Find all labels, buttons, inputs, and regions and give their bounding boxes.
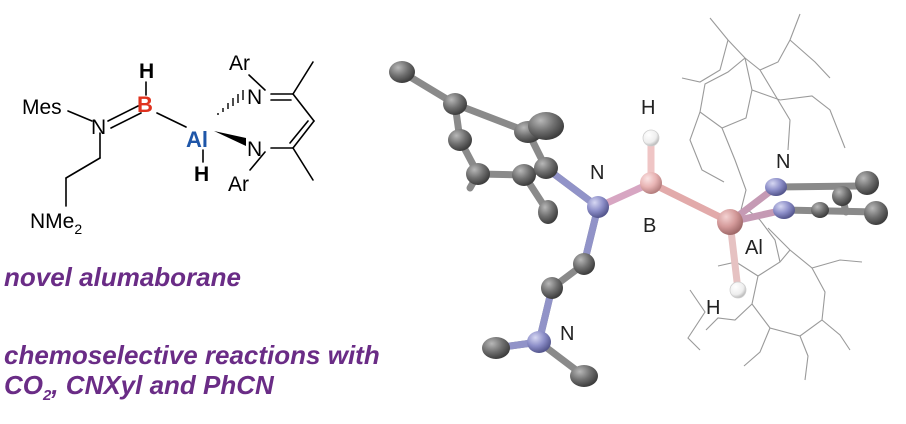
bond-n-ar-top — [248, 74, 266, 91]
crystal-label-n-bottom: N — [560, 323, 574, 345]
caption-chemoselective-reactions: chemoselective reactions with CO2, CNXyl… — [4, 340, 444, 411]
carbon-atom — [443, 93, 467, 115]
imine-nitrogen-top: N — [247, 86, 262, 109]
aluminum-label: Al — [186, 127, 208, 152]
carbon-atom — [541, 277, 563, 299]
bond-n-ar-bottom — [249, 151, 266, 171]
carbon-atom — [482, 337, 510, 359]
caption-novel-alumaborane: novel alumaborane — [4, 262, 241, 292]
crystal-label-n-right: N — [776, 151, 790, 173]
carbon-atom — [811, 202, 829, 218]
crystal-label-al: Al — [745, 237, 763, 259]
bond-ch2-ch2 — [65, 157, 101, 179]
caption-line-reagents: CO2, CNXyl and PhCN — [4, 370, 274, 405]
carbon-atom — [570, 365, 598, 387]
bond-n-b-2 — [110, 112, 142, 129]
carbon-atom — [466, 163, 490, 185]
nitrogen-label: N — [91, 116, 106, 139]
bond-n-b-1 — [107, 105, 139, 122]
hydrogen-atom — [642, 129, 660, 147]
nitrogen-atom — [587, 196, 609, 218]
carbon-atom — [534, 157, 558, 179]
hydride-label-bottom: H — [194, 163, 209, 186]
carbon-atom — [389, 61, 415, 83]
carbon-atom — [573, 253, 595, 275]
nitrogen-atom — [527, 331, 551, 353]
crystal-b-al-bonds — [594, 134, 788, 294]
carbon-atom — [538, 200, 558, 224]
carbon-atom — [855, 171, 879, 195]
wedge-bond-bottom — [214, 131, 246, 146]
carbon-atom — [528, 112, 564, 140]
bond-c-ch — [292, 93, 315, 122]
boron-label: B — [137, 92, 153, 117]
crystal-label-n-left: N — [590, 162, 604, 184]
aryl-label-top: Ar — [229, 52, 250, 75]
crystal-structure: H N B N Al H N — [389, 13, 888, 387]
bond-mes-n — [67, 110, 93, 122]
crystal-label-b: B — [643, 215, 656, 237]
carbon-atoms — [389, 61, 888, 387]
aluminum-atom — [717, 209, 743, 235]
bond-c-me-top — [292, 61, 314, 95]
caption-line-reactions: chemoselective reactions with — [4, 340, 380, 370]
boron-atom — [640, 172, 662, 194]
bond-ch-c-double — [289, 120, 309, 144]
dative-bond-top — [217, 90, 244, 115]
bond-ch-c — [292, 120, 315, 149]
nitrogen-atoms — [527, 178, 795, 353]
carbon-atom — [864, 201, 888, 225]
hydrogen-atom — [729, 281, 747, 299]
hydride-label-top: H — [139, 60, 154, 83]
crystal-label-h-bottom: H — [706, 297, 720, 319]
dimethylamino-label: NMe2 — [30, 210, 82, 237]
bond-b-al — [156, 112, 187, 128]
chemical-structure: H B N Mes Al H Ar N N Ar NMe2 — [22, 52, 315, 237]
carbon-atom — [832, 186, 852, 206]
nitrogen-atom — [765, 178, 787, 196]
wireframe-aryl-groups — [681, 13, 863, 381]
nitrogen-atom — [773, 201, 795, 219]
crystal-bonds — [398, 68, 880, 380]
structure-bonds — [65, 61, 315, 207]
bond-c-me-bottom — [292, 147, 314, 181]
crystal-label-h-top: H — [641, 97, 655, 119]
imine-nitrogen-bottom: N — [247, 138, 262, 161]
aryl-label-bottom: Ar — [228, 173, 249, 196]
carbon-atom — [448, 129, 472, 151]
mesityl-label: Mes — [22, 96, 62, 119]
carbon-atom — [512, 164, 536, 186]
